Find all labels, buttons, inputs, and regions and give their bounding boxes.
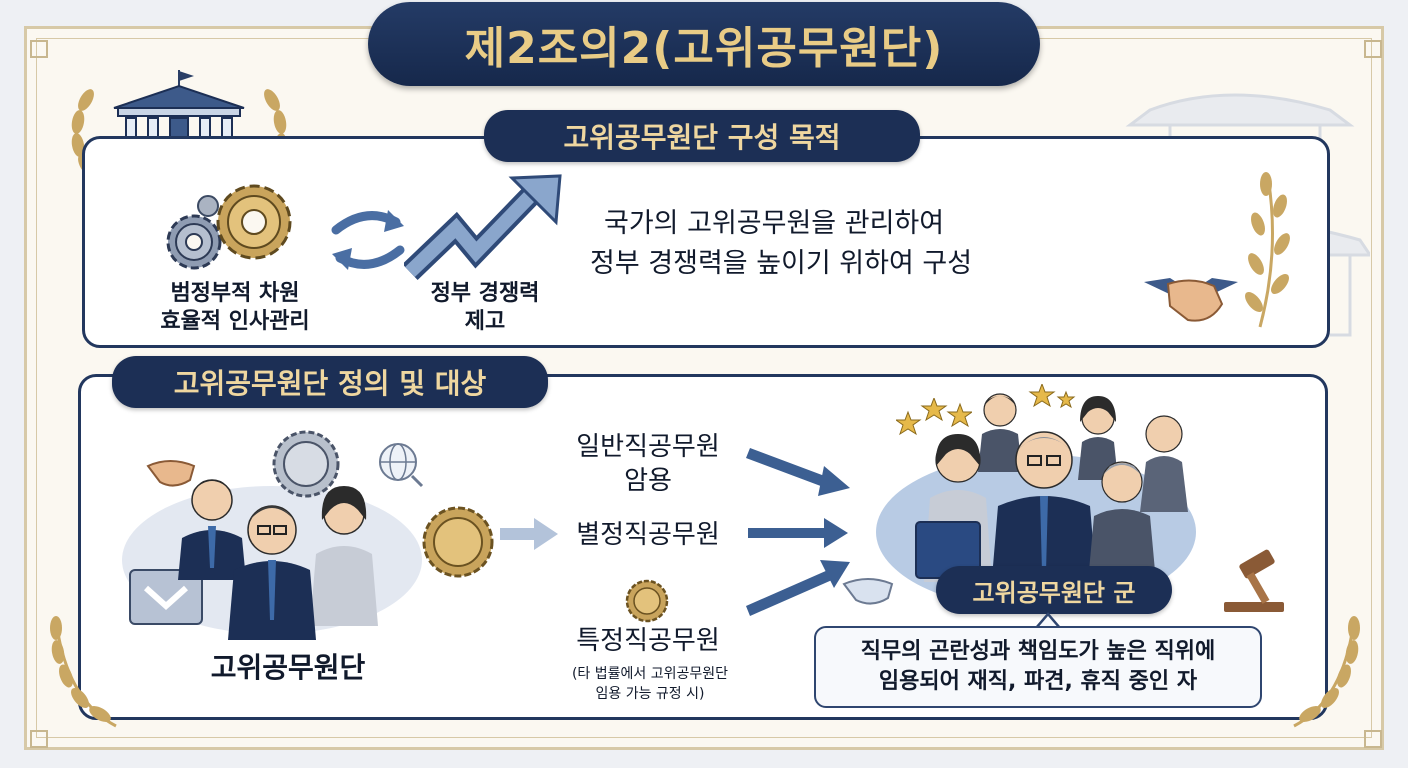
handshake-icon [146, 460, 196, 487]
laurel-icon [1293, 616, 1360, 728]
purpose-item1-text: 범정부적 차원 효율적 인사관리 [130, 280, 340, 336]
medal-icon [272, 430, 340, 498]
source-note-line1: (타 법률에서 고위공무원단 [571, 666, 729, 682]
purpose-item1-line1: 범정부적 차원 [170, 281, 300, 306]
purpose-item1-line2: 효율적 인사관리 [160, 309, 310, 334]
laurel-icon [50, 616, 117, 728]
star-icon [1028, 384, 1076, 409]
corner-ornament [30, 730, 48, 748]
group-description-card: 직무의 곤란성과 책임도가 높은 직위에 임용되어 재직, 파견, 휴직 중인 … [814, 626, 1262, 708]
corner-ornament [30, 40, 48, 58]
source-item-general: 일반직공무원 암용 [548, 430, 748, 498]
purpose-item2-line2: 제고 [464, 309, 506, 334]
page-title: 제2조의2(고위공무원단) [464, 23, 944, 74]
corner-ornament [1364, 40, 1382, 58]
source-note-line2: 임용 가능 규정 시) [595, 686, 705, 702]
source-item-general-line1: 일반직공무원 [576, 432, 720, 462]
medal-icon [625, 579, 669, 623]
purpose-statement-line1: 국가의 고위공무원을 관리하여 [604, 208, 945, 239]
definition-header: 고위공무원단 정의 및 대상 [112, 356, 548, 408]
group-label-pill: 고위공무원단 군 [936, 566, 1172, 614]
purpose-header-label: 고위공무원단 구성 목적 [563, 121, 841, 154]
officials-group-icon [122, 479, 422, 640]
globe-icon [379, 443, 424, 488]
purpose-statement-line2: 정부 경쟁력을 높이기 위하여 구성 [590, 248, 973, 279]
medal-icon [422, 506, 494, 578]
source-item-general-line2: 암용 [624, 466, 672, 496]
handshake-icon [842, 578, 894, 605]
gavel-icon [1224, 549, 1284, 612]
title-banner: 제2조의2(고위공무원단) [368, 2, 1040, 86]
purpose-statement: 국가의 고위공무원을 관리하여 정부 경쟁력을 높이기 위하여 구성 [590, 204, 1050, 284]
source-note: (타 법률에서 고위공무원단 임용 가능 규정 시) [540, 664, 760, 704]
corner-ornament [1364, 730, 1382, 748]
star-icon [896, 398, 972, 436]
flow-arrow [500, 518, 558, 550]
left-group-label: 고위공무원단 [210, 651, 366, 684]
group-desc-line2: 임용되어 재직, 파견, 휴직 중인 자 [878, 669, 1198, 694]
source-item-special-appointed-line1: 별정직공무원 [576, 520, 720, 550]
purpose-panel [82, 136, 1330, 348]
purpose-item2-line1: 정부 경쟁력 [430, 281, 540, 306]
purpose-header: 고위공무원단 구성 목적 [484, 110, 920, 162]
flow-arrows [746, 448, 850, 616]
handshake-icon [1144, 278, 1238, 322]
source-item-specific: 특정직공무원 [548, 624, 748, 658]
exchange-arrows-icon [331, 210, 405, 270]
growth-arrow-icon [404, 174, 562, 280]
laurel-icon [1245, 172, 1290, 328]
group-label: 고위공무원단 군 [972, 578, 1136, 607]
gears-icon [166, 184, 292, 270]
definition-header-label: 고위공무원단 정의 및 대상 [173, 367, 487, 400]
group-desc-line1: 직무의 곤란성과 책임도가 높은 직위에 [860, 639, 1216, 664]
purpose-item2-text: 정부 경쟁력 제고 [400, 280, 570, 336]
source-item-special-appointed: 별정직공무원 [548, 518, 748, 552]
source-item-specific-line1: 특정직공무원 [576, 626, 720, 656]
